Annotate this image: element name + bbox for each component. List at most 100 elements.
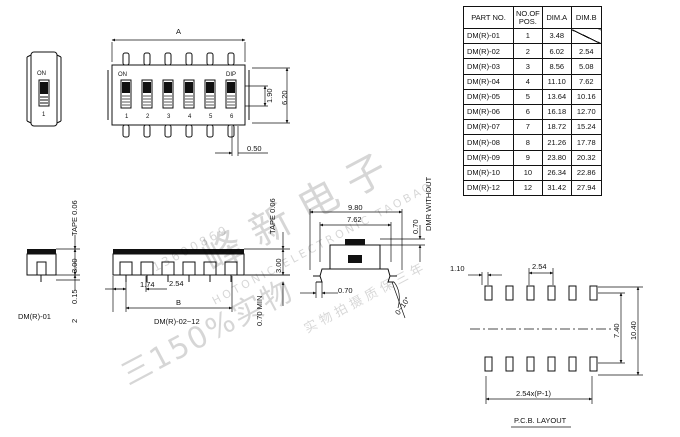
cell-dimb: 20.32 [570,149,602,166]
pcb-pad-bottom [484,356,493,372]
pcb-pad-bottom [547,356,556,372]
pcb-pad-bottom [589,356,598,372]
dim-190-label: 1.90 [265,88,274,103]
cell-pos: 10 [513,164,543,181]
pin-number-6: 6 [230,114,234,120]
cell-dimb: 10.16 [570,88,602,105]
switch-actuator [164,82,172,93]
cell-pos: 7 [513,119,543,136]
cell-pos: 8 [513,134,543,151]
dim-980-label: 9.80 [348,203,363,212]
cell-part: DM(R)-05 [463,88,514,105]
dim-a-label: A [176,27,182,36]
cell-dimb: 7.62 [570,73,602,90]
switch-actuator [185,82,193,93]
tape-label-single: TAPE 0.06 [70,200,79,236]
bottom-pin [122,124,130,138]
cell-pos: 6 [513,103,543,121]
pcb-dim-110-label: 1.10 [450,264,465,273]
dim-620-label: 6.20 [280,90,289,105]
pin-number-4: 4 [188,114,192,120]
cell-part: DM(R)-03 [463,58,514,75]
pcb-pad-bottom [568,356,577,372]
pcb-pad-bottom [526,356,535,372]
pcb-layout [468,268,643,428]
pcb-caption: P.C.B. LAYOUT [514,416,567,425]
tape-label-multi: TAPE 0.06 [268,198,277,234]
switch-slot [141,79,153,109]
cell-pos: 9 [513,149,543,166]
cell-part: DM(R)-04 [463,73,514,90]
cell-dima: 3.48 [541,27,572,45]
on-label: ON [118,72,127,78]
bottom-pin [164,124,172,138]
top-pin [206,52,214,66]
cell-dima: 8.56 [541,58,572,75]
cell-part: DM(R)-01 [463,27,514,45]
cell-dima: 26.34 [541,164,572,181]
cell-dimb: 12.70 [570,103,602,121]
tilde-label: 2 [70,318,79,323]
cell-dima: 16.18 [541,103,572,121]
pcb-pad-top [589,285,598,301]
pcb-dim-740-label: 7.40 [612,323,621,338]
cell-dimb: 17.78 [570,134,602,151]
dim-174-label: 1.74 [140,280,155,289]
header-pos-line2: POS. [518,16,537,26]
dim-070-top-label: 0.70 [411,219,420,234]
multi-switch-side-view [105,232,290,312]
cell-pos: 3 [513,58,543,75]
switch-slot [162,79,174,109]
cell-dimb: 22.86 [570,164,602,181]
pcb-pad-top [547,285,556,301]
pcb-pad-top [505,285,514,301]
header-pos-line1: NO.OF [516,9,540,18]
cell-pos: 12 [513,179,543,197]
cell-dima: 11.10 [541,73,572,90]
cell-pos: 4 [513,73,543,90]
pin-number-3: 3 [167,114,171,120]
cell-part: DM(R)-07 [463,119,514,136]
side-pin-cutout [224,261,238,276]
caption-multi: DM(R)-02~12 [154,317,200,326]
pcb-pad-top [484,285,493,301]
height-label-multi: 3.00 [274,258,283,273]
cell-dimb [570,27,602,45]
cell-dima: 21.26 [541,134,572,151]
pcb-bottom-dim-label: 2.54x(P-1) [516,389,552,398]
cell-part: DM(R)-12 [463,179,514,197]
cell-part: DM(R)-08 [463,134,514,151]
switch-slot [120,79,132,109]
pcb-pad-top [568,285,577,301]
pin-number-1: 1 [125,114,129,120]
cell-part: DM(R)-10 [463,164,514,181]
pin-number-2: 2 [146,114,150,120]
cell-part: DM(R)-02 [463,43,514,60]
single-switch-side-view [26,235,80,290]
cell-dimb: 27.94 [570,179,602,197]
cell-dima: 18.72 [541,119,572,136]
cell-part: DM(R)-06 [463,103,514,121]
bottom-pin [143,124,151,138]
dim-762-label: 7.62 [347,215,362,224]
pin-number-5: 5 [209,114,213,120]
dim-070-bottom-label: 0.70 [338,286,353,295]
pcb-pad-top [526,285,535,301]
dim-b-label: B [176,298,182,307]
switch-actuator [227,82,235,93]
bottom-pin [227,124,235,138]
min-label: 0.70 MIN [255,295,264,326]
dmr-without-label: DMR WITHOUT [424,176,433,231]
cell-dimb: 15.24 [570,119,602,136]
cell-pos: 2 [513,43,543,60]
pcb-dim-1040-label: 10.40 [629,321,638,340]
